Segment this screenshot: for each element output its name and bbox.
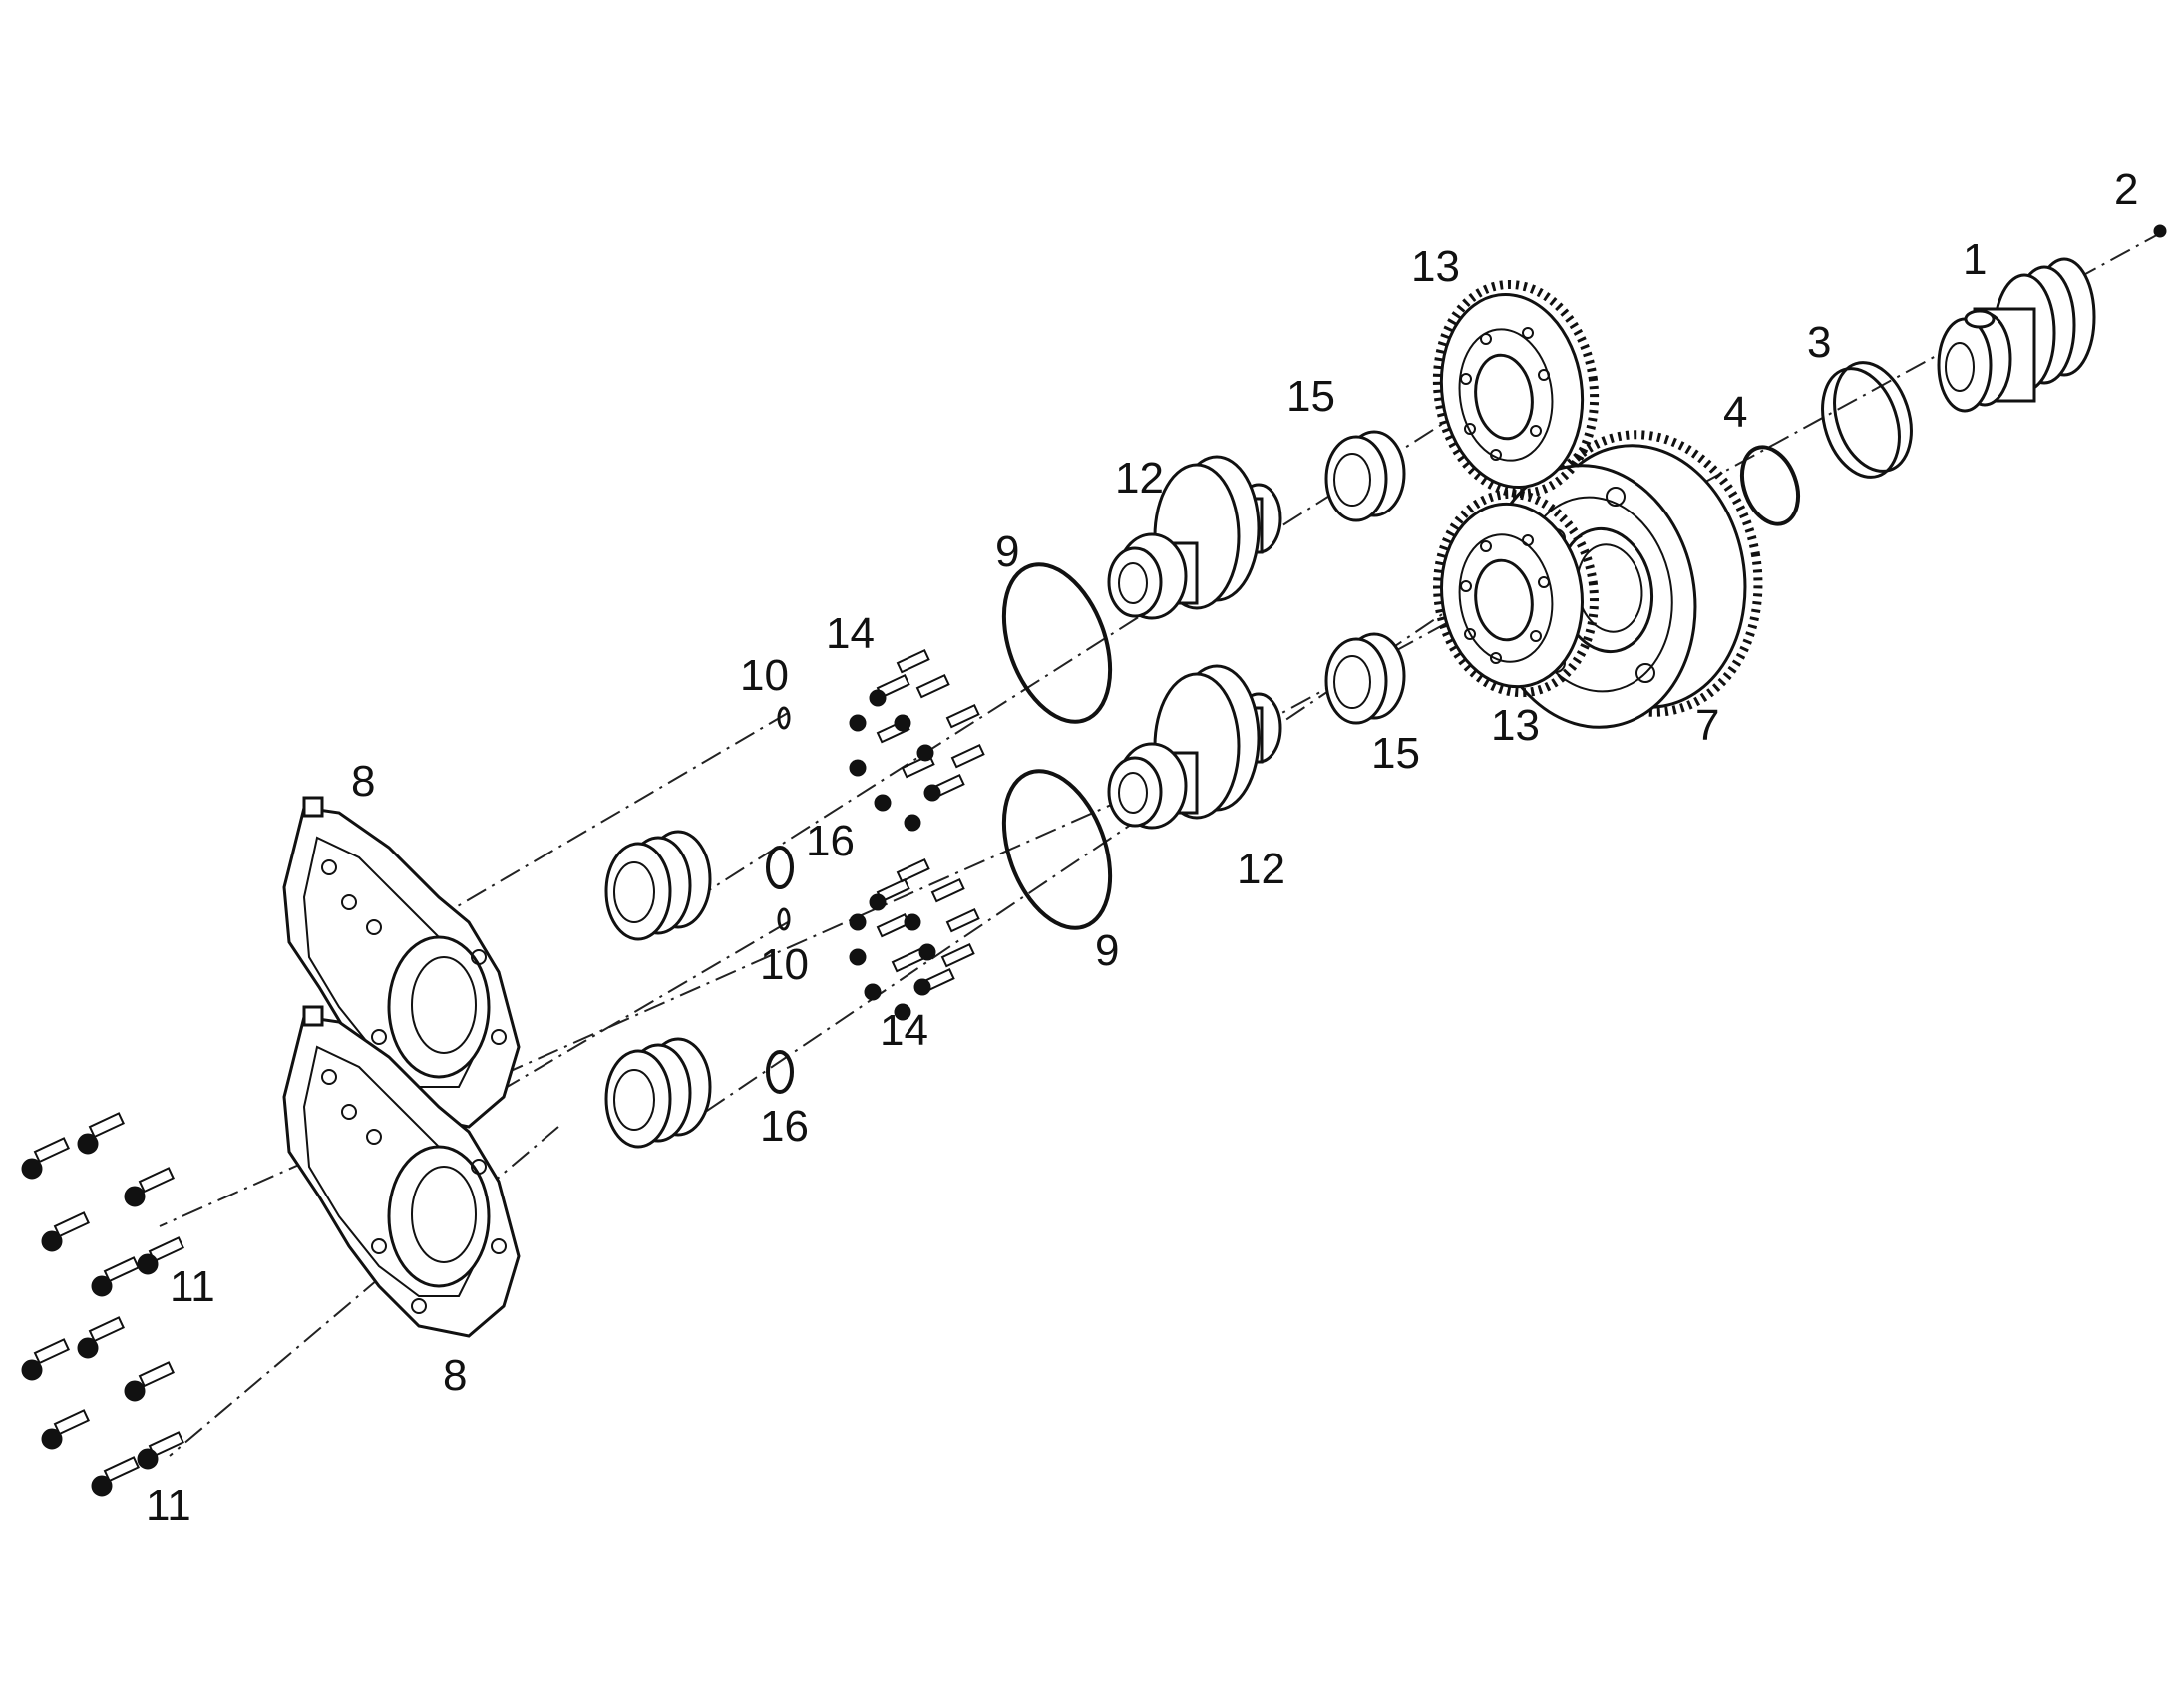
- upper-cover-bearing: [604, 830, 712, 941]
- part-13-upper-gear: [1432, 279, 1600, 499]
- part-13-lower-gear: [1433, 489, 1599, 698]
- callout-12-lower: 12: [1237, 845, 1285, 893]
- part-8-lower-cover: [282, 1005, 521, 1338]
- part-2-plug: [2153, 224, 2167, 238]
- part-8-upper-cover: [282, 796, 521, 1129]
- part-16-lower-circlip: [766, 1050, 794, 1094]
- part-11-lower-bolts: [21, 1316, 184, 1497]
- part-16-upper-circlip: [766, 846, 794, 889]
- part-10-upper-pin: [777, 706, 791, 730]
- part-9-lower-oring: [1001, 769, 1113, 930]
- part-12-upper-carrier: [1107, 455, 1282, 620]
- callout-4: 4: [1723, 388, 1747, 437]
- callout-13-upper: 13: [1411, 242, 1460, 291]
- callout-15-lower: 15: [1371, 729, 1420, 778]
- part-15-upper-bearing: [1324, 430, 1406, 522]
- part-1-coupling: [1937, 257, 2096, 413]
- callout-3: 3: [1807, 318, 1831, 367]
- callout-11-upper: 11: [170, 1262, 215, 1311]
- callout-7: 7: [1695, 701, 1719, 750]
- part-14-lower-bolts: [849, 857, 980, 1021]
- callout-labels: 1 2 3 4 7 13 13 15 15 12 12 9 9 14 14 10…: [146, 166, 2138, 1530]
- callout-16-lower: 16: [760, 1102, 809, 1151]
- part-3-snap-rings: [1821, 361, 1913, 479]
- callout-14-lower: 14: [880, 1006, 928, 1055]
- part-15-lower-bearing: [1324, 632, 1406, 725]
- callout-9-lower: 9: [1095, 926, 1119, 975]
- callout-14-upper: 14: [826, 609, 875, 658]
- callout-13-lower: 13: [1491, 701, 1540, 750]
- callout-15-upper: 15: [1286, 372, 1335, 421]
- lower-cover-bearing: [604, 1037, 712, 1149]
- part-11-upper-bolts: [21, 1112, 184, 1297]
- part-10-lower-pin: [777, 907, 791, 931]
- callout-16-upper: 16: [806, 817, 855, 865]
- callout-11-lower: 11: [146, 1481, 191, 1530]
- callout-10-lower: 10: [760, 940, 809, 989]
- part-14-upper-bolts: [849, 648, 985, 832]
- callout-2: 2: [2114, 166, 2138, 214]
- callout-1: 1: [1963, 235, 1987, 284]
- part-4-ring: [1739, 445, 1801, 526]
- callout-8-lower: 8: [443, 1351, 467, 1400]
- part-12-lower-carriers: [1107, 664, 1282, 830]
- callout-10-upper: 10: [740, 651, 789, 700]
- part-9-upper-oring: [1001, 562, 1113, 724]
- callout-12-upper: 12: [1115, 454, 1164, 503]
- callout-9-upper: 9: [995, 527, 1019, 576]
- callout-8-upper: 8: [351, 757, 375, 806]
